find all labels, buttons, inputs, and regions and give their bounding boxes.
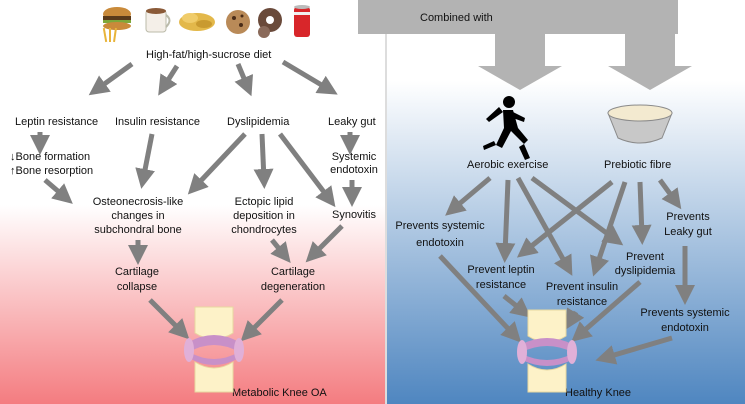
prevents-endotoxin-1-label-1: Prevents systemic	[395, 220, 485, 232]
prevents-endotoxin-1-label-2: endotoxin	[416, 237, 464, 249]
cocoa-mug-icon	[145, 8, 171, 33]
arrow-diet-to-insulin	[158, 64, 180, 96]
osteonecrosis-label-2: changes in	[111, 210, 164, 222]
bone-formation-label: ↓Bone formation	[10, 151, 90, 163]
cartilage-degeneration-label-1: Cartilage	[271, 266, 315, 278]
arrow-diet-to-leptin	[88, 61, 134, 96]
soda-can-icon	[294, 5, 310, 37]
burger-icon	[102, 7, 131, 43]
insulin-resistance-label: Insulin resistance	[115, 116, 200, 128]
arrow-diet-to-leaky-gut	[281, 59, 338, 95]
arrow-dyslipidemia-to-knee	[571, 280, 642, 342]
prevents-leaky-gut-label-2: Leaky gut	[664, 226, 712, 238]
knee-icon	[184, 306, 244, 393]
combined-with-connector	[358, 0, 692, 90]
arrow-endotoxin-1-to-knee	[438, 254, 522, 343]
right-arrows	[438, 175, 695, 365]
ectopic-lipid-label-1: Ectopic lipid	[235, 196, 294, 208]
runner-icon	[483, 96, 530, 160]
prevent-dyslipidemia-label-1: Prevent	[626, 251, 664, 263]
donut-icon	[258, 8, 282, 38]
arrow-synovitis-to-degeneration	[305, 224, 344, 263]
arrow-aerobic-to-insulin	[515, 176, 573, 276]
cartilage-collapse-label-2: collapse	[117, 281, 157, 293]
prevents-leaky-gut-label-1: Prevents	[666, 211, 710, 223]
arrow-endotoxin-2-to-knee	[595, 335, 673, 365]
arrow-prebiotic-to-insulin	[590, 181, 628, 277]
arrow-aerobic-to-dyslipidemia	[530, 175, 624, 246]
arrow-prebiotic-to-leptin	[516, 180, 614, 258]
arrow-ectopic-to-degeneration	[270, 238, 291, 263]
arrow-aerobic-to-endotoxin	[445, 176, 492, 216]
bone-resorption-label: ↑Bone resorption	[10, 165, 93, 177]
leptin-resistance-label: Leptin resistance	[15, 116, 98, 128]
prevent-dyslipidemia-label-2: dyslipidemia	[615, 265, 676, 277]
arrow-insulin-to-knee	[565, 307, 585, 330]
food-icons	[102, 5, 310, 43]
chips-icon	[179, 13, 215, 31]
arrow-dyslipidemia-to-ectopic	[253, 133, 274, 189]
ectopic-lipid-label-2: deposition in	[233, 210, 295, 222]
osteonecrosis-label-3: subchondral bone	[94, 224, 181, 236]
cookie-icon	[226, 10, 250, 34]
arrow-leptin-to-knee	[502, 294, 532, 318]
osteonecrosis-label-1: Osteonecrosis-like	[93, 196, 183, 208]
aerobic-exercise-label: Aerobic exercise	[467, 159, 548, 171]
cartilage-degeneration-label-2: degeneration	[261, 281, 325, 293]
prevents-endotoxin-2-label-1: Prevents systemic	[640, 307, 730, 319]
systemic-endotoxin-label-2: endotoxin	[330, 164, 378, 176]
dyslipidemia-label: Dyslipidemia	[227, 116, 290, 128]
synovitis-label: Synovitis	[332, 209, 377, 221]
diet-label: High-fat/high-sucrose diet	[146, 49, 271, 61]
cartilage-collapse-label-1: Cartilage	[115, 266, 159, 278]
arrow-dyslipidemia-to-synovitis	[278, 132, 336, 208]
arrow-degeneration-to-knee	[240, 298, 284, 342]
arrow-prebiotic-to-dyslipidemia	[631, 181, 652, 245]
arrow-collapse-to-knee	[148, 298, 190, 340]
left-arrows	[30, 59, 362, 342]
prebiotic-fibre-label: Prebiotic fibre	[604, 159, 671, 171]
leaky-gut-label: Leaky gut	[328, 116, 376, 128]
prevent-insulin-label-2: resistance	[557, 296, 607, 308]
arrow-aerobic-to-leptin	[495, 179, 516, 263]
prevent-insulin-label-1: Prevent insulin	[546, 281, 618, 293]
prevent-leptin-label-2: resistance	[476, 279, 526, 291]
metabolic-knee-oa-label: Metabolic Knee OA	[232, 387, 327, 399]
arrow-bone-to-osteonecrosis	[43, 178, 73, 204]
prevents-endotoxin-2-label-2: endotoxin	[661, 322, 709, 334]
systemic-endotoxin-label-1: Systemic	[332, 151, 377, 163]
combined-with-label: Combined with	[420, 12, 493, 24]
arrow-dyslipidemia-to-osteonecrosis	[187, 132, 247, 195]
arrow-diet-to-dyslipidemia	[234, 63, 253, 97]
prevent-leptin-label-1: Prevent leptin	[467, 264, 534, 276]
healthy-knee-icon	[517, 309, 577, 393]
healthy-knee-label: Healthy Knee	[565, 387, 631, 399]
arrow-prebiotic-to-leaky-gut	[657, 178, 682, 210]
fibre-bowl-icon	[607, 104, 673, 144]
ectopic-lipid-label-3: chondrocytes	[231, 224, 297, 236]
arrow-insulin-to-osteonecrosis	[135, 133, 155, 189]
